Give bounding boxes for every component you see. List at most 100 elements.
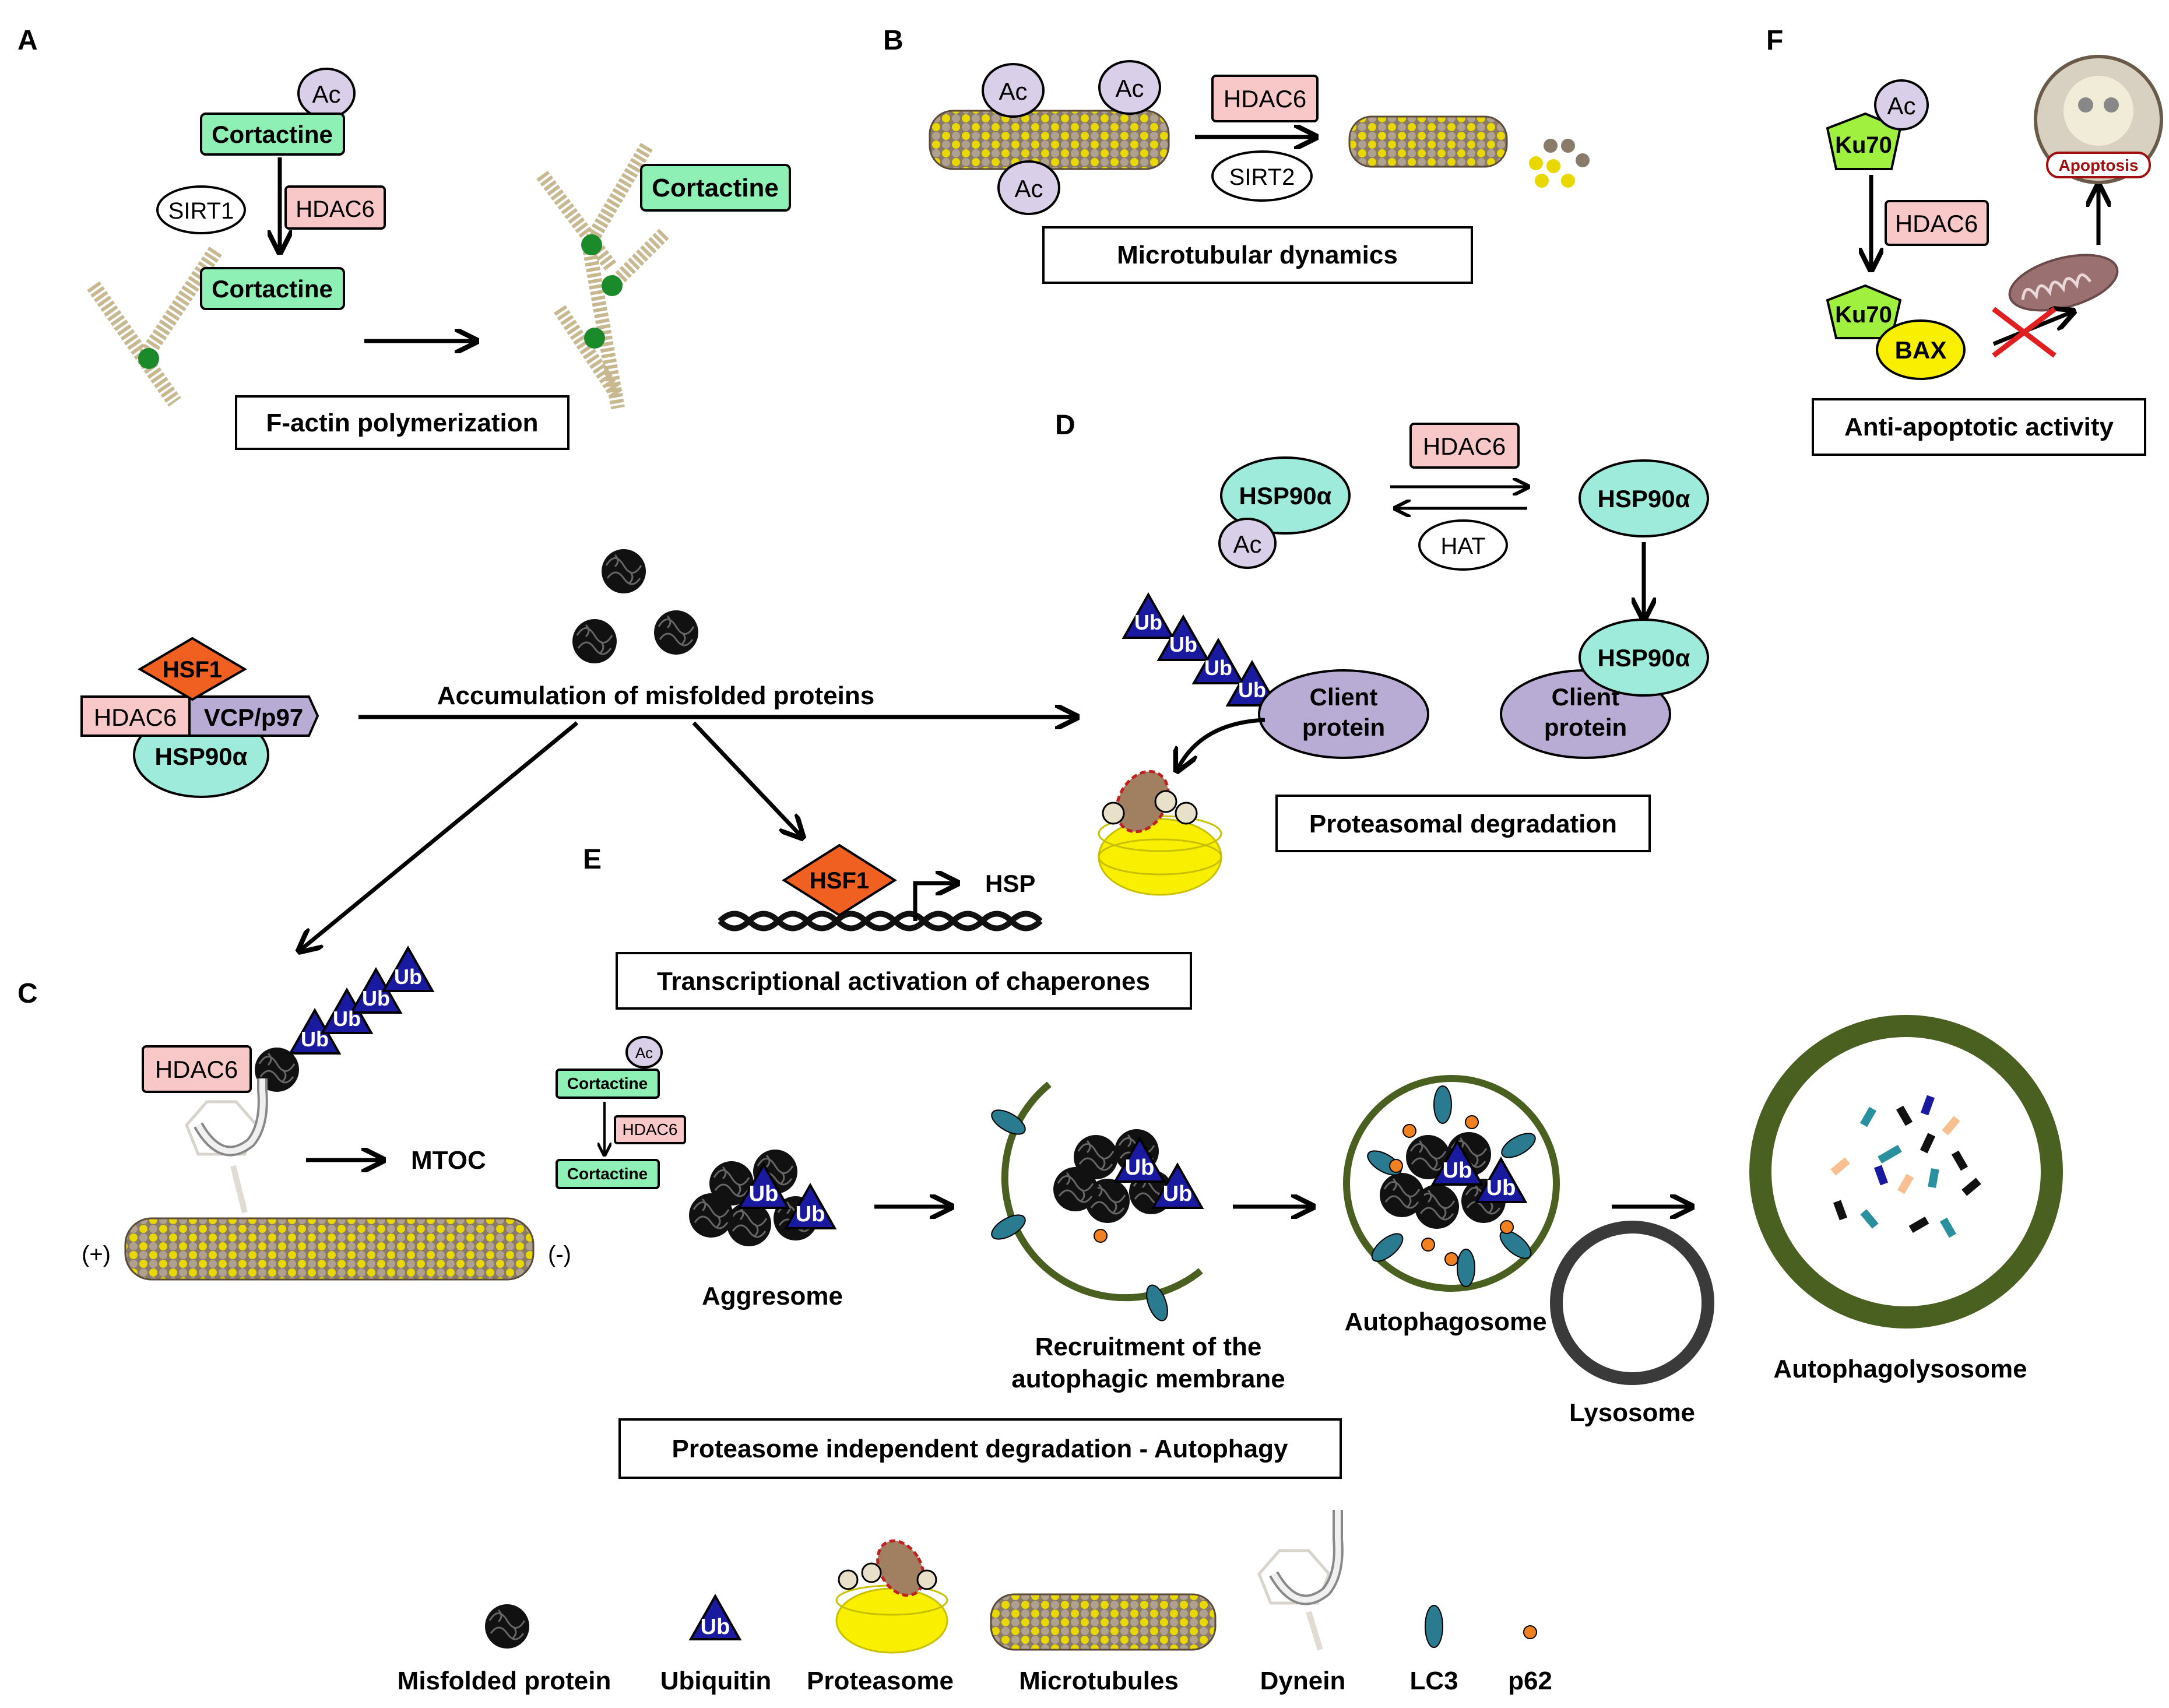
accumulation-label: Accumulation of misfolded proteins — [437, 681, 875, 710]
acetyl-label: Ac — [1887, 92, 1915, 120]
panel-d-letter: D — [1055, 410, 1075, 441]
ubiquitin-label: Ub — [301, 1027, 329, 1051]
recruitment-label-line2: autophagic membrane — [1011, 1365, 1285, 1393]
to-transcription-arrow — [692, 721, 801, 837]
ubiquitin-label: Ub — [333, 1007, 361, 1031]
aggresome-label: Aggresome — [702, 1282, 843, 1310]
to-aggresome-arrow — [300, 721, 579, 950]
client-label: protein — [1544, 714, 1627, 741]
client-label: Client — [1310, 683, 1378, 711]
acetyl-label: Ac — [1014, 175, 1043, 202]
acetyl-badge — [1218, 518, 1277, 569]
hdac6-badge — [284, 185, 386, 230]
hsf1-label: HSF1 — [810, 868, 869, 894]
minus-end-label: (-) — [548, 1242, 571, 1267]
legend-label-microtubules: Microtubules — [1019, 1667, 1179, 1695]
legend-microtubule-icon — [990, 1593, 1217, 1651]
dna-helix — [718, 911, 1043, 932]
acetyl-badge — [625, 1036, 663, 1069]
hdac6-label: HDAC6 — [623, 1120, 678, 1138]
tubulin-fragments — [1529, 139, 1590, 188]
panel-a: A Ac Cortactine SIRT1 HDAC6 Cortactine — [17, 25, 791, 450]
sirt2-label: SIRT2 — [1229, 164, 1295, 190]
acetyl-label: Ac — [312, 80, 340, 108]
sirt1-badge — [156, 185, 246, 234]
hdac6-label: HDAC6 — [1895, 210, 1978, 237]
legend-label-p62: p62 — [1508, 1667, 1552, 1695]
cortactine-label: Cortactine — [212, 121, 333, 148]
hat-label: HAT — [1440, 533, 1485, 559]
apoptosis-label: Apoptosis — [2059, 156, 2139, 174]
mtoc-label: MTOC — [411, 1146, 486, 1175]
cortactine-deacetylated — [200, 267, 345, 310]
hsp90-label: HSP90α — [155, 743, 248, 770]
hdac6-label: HDAC6 — [296, 196, 375, 222]
panel-d: D HSP90α Ac HDAC6 HAT HSP90α Client prot… — [1055, 410, 1709, 896]
hsp-gene-label: HSP — [985, 870, 1035, 897]
bax-protein — [1876, 319, 1966, 380]
legend-dynein-icon — [1257, 1510, 1344, 1651]
acetyl-label: Ac — [999, 78, 1027, 105]
hsp90-label: HSP90α — [1598, 644, 1690, 672]
panel-a-letter: A — [17, 25, 38, 56]
caption-f: Anti-apoptotic activity — [1844, 413, 2114, 441]
acetyl-badge — [1874, 79, 1929, 131]
caption-box-c — [618, 1418, 1342, 1479]
caption-c: Proteasome independent degradation - Aut… — [672, 1435, 1288, 1463]
actin-filament-right — [536, 142, 670, 410]
ku70-label: Ku70 — [1835, 132, 1892, 158]
recruitment-label-line1: Recruitment of the — [1035, 1333, 1262, 1361]
microtubule-track — [124, 1217, 535, 1281]
ku70-label: Ku70 — [1835, 302, 1892, 328]
panel-b-letter: B — [883, 25, 904, 56]
ubiquitin-label: Ub — [1238, 678, 1266, 702]
transcription-start-arrow — [913, 883, 956, 921]
legend-p62-icon — [1523, 1625, 1537, 1639]
legend: Ub Misfolded protein Ubiquitin Proteasom… — [398, 1510, 1552, 1695]
panel-e-letter: E — [583, 844, 602, 875]
hsp90-deacetylated — [1579, 459, 1709, 537]
autophagosome — [1343, 1075, 1560, 1292]
bax-label: BAX — [1895, 336, 1947, 364]
dynein-icon — [185, 1078, 268, 1214]
ubiquitin-label: Ub — [1125, 1155, 1155, 1180]
ubiquitin-label: Ub — [1443, 1158, 1472, 1183]
phagophore — [991, 1081, 1203, 1322]
caption-box-f — [1812, 398, 2146, 456]
legend-misfolded-icon — [484, 1603, 530, 1650]
microtubule-short — [1348, 115, 1508, 168]
legend-label-ubiquitin: Ubiquitin — [660, 1667, 772, 1695]
hdac6-badge — [1211, 75, 1319, 122]
ubiquitin-label: Ub — [1486, 1176, 1516, 1200]
degradation-arrow — [1177, 718, 1265, 769]
hdac6-label: HDAC6 — [1423, 433, 1506, 460]
legend-lc3-icon — [1425, 1605, 1443, 1648]
misfolded-protein-cluster — [571, 548, 699, 665]
autophagolysosome-label: Autophagolysosome — [1773, 1355, 2027, 1383]
caption-a: F-actin polymerization — [266, 409, 539, 437]
sirt2-badge — [1211, 150, 1313, 202]
cortactine-label: Cortactine — [652, 174, 779, 202]
hdac6-badge-small — [614, 1115, 686, 1144]
caption-box-a — [235, 395, 570, 450]
cortactine-label: Cortactine — [212, 275, 333, 303]
hsp90-label: HSP90α — [1239, 482, 1332, 509]
acetyl-label: Ac — [1115, 75, 1144, 102]
proteasome-icon — [1098, 769, 1222, 896]
cortactine-label: Cortactine — [567, 1165, 648, 1183]
hsf1-activated — [782, 844, 897, 917]
legend-label-misfolded: Misfolded protein — [398, 1667, 611, 1695]
panel-c: C HDAC6 Ub Ub Ub Ub MTOC (+) (-) Ac Cort… — [17, 947, 2063, 1479]
acetyl-label: Ac — [635, 1044, 653, 1062]
ubiquitin-label: Ub — [1204, 656, 1232, 680]
acetyl-badge — [1098, 60, 1161, 115]
legend-proteasome-icon — [835, 1539, 948, 1654]
hdac6-label: HDAC6 — [155, 1056, 238, 1083]
panel-c-letter: C — [17, 978, 38, 1009]
hdac6-label: HDAC6 — [94, 704, 177, 731]
hdac6-badge — [1409, 423, 1520, 469]
cortactine-acetylated — [200, 113, 345, 156]
cortactine-small — [556, 1069, 660, 1099]
panel-e: E HSF1 HSP Transcriptional activation of… — [583, 844, 1192, 1010]
